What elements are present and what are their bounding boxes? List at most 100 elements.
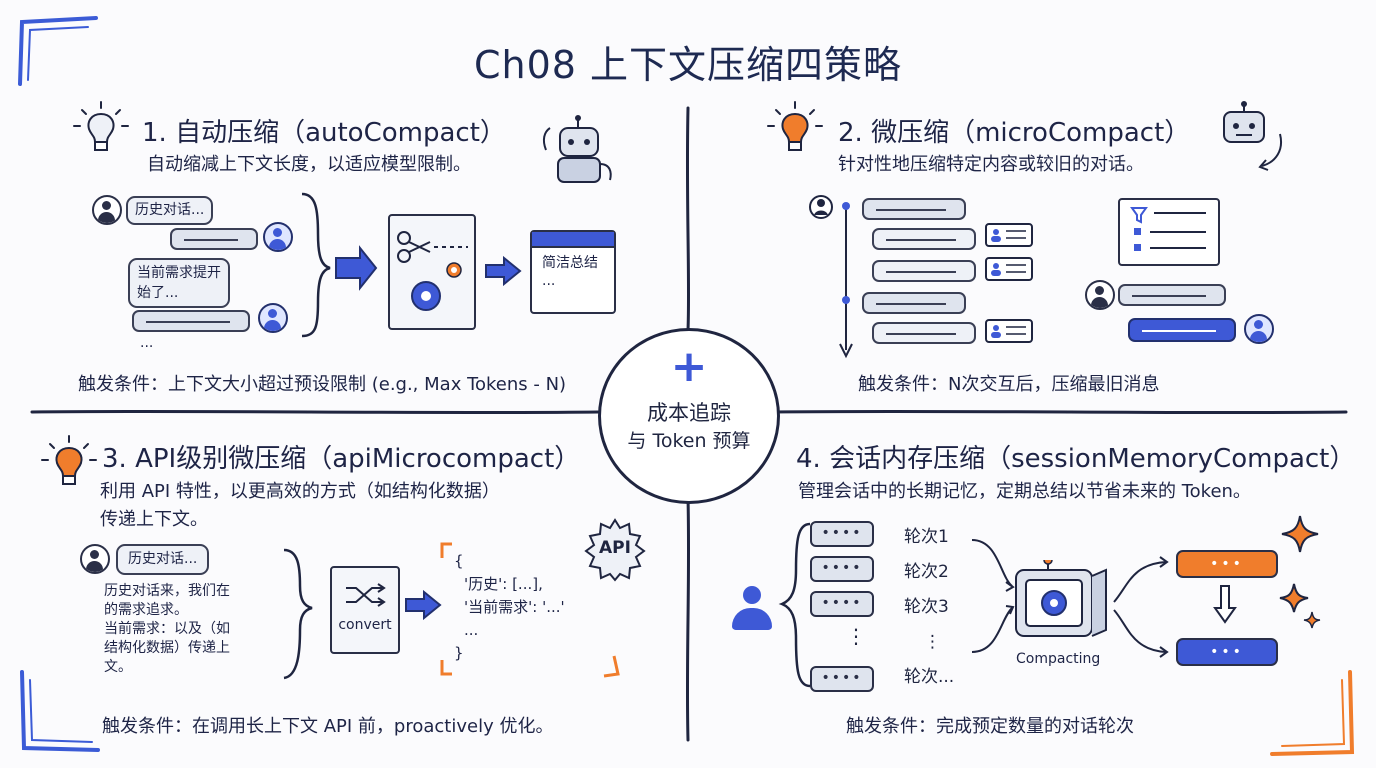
machine-icon — [1015, 555, 1107, 637]
current-request-line: 当前需求提开 — [137, 265, 221, 281]
message-pill — [872, 322, 976, 344]
q1-trigger: 触发条件：上下文大小超过预设限制 (e.g., Max Tokens - N) — [78, 374, 567, 395]
center-line2: 与 Token 预算 — [627, 430, 751, 452]
q4-trigger: 触发条件：完成预定数量的对话轮次 — [846, 716, 1134, 737]
q1-description: 自动缩减上下文长度，以适应模型限制。 — [147, 154, 471, 175]
current-request-bubble: 当前需求提开 始了... — [128, 258, 230, 308]
json-line: ... — [464, 621, 479, 639]
message-pill — [872, 260, 976, 282]
checklist-icon — [1118, 198, 1220, 266]
message-pill — [862, 198, 966, 220]
arrow-icon — [485, 256, 522, 286]
lightbulb-icon — [73, 101, 129, 151]
round-server: •••• — [810, 521, 874, 547]
sparkle-icon — [1279, 515, 1321, 629]
round-label: 轮次1 — [904, 527, 949, 547]
compress-flow — [301, 192, 378, 338]
page-title: Ch08 上下文压缩四策略 — [473, 43, 903, 87]
rounds-list: 轮次1 轮次2 轮次3 ⋮ 轮次... — [904, 520, 954, 695]
api-gear-icon: API — [582, 516, 648, 582]
json-snippet: { '历史': [...], '当前需求': '...' ... } — [454, 550, 565, 665]
api-label: API — [599, 538, 631, 558]
assistant-avatar — [1244, 314, 1274, 344]
compacting-label: Compacting — [1016, 651, 1101, 667]
history-bubble: 历史对话... — [126, 196, 214, 225]
sample-text-line: 历史对话来，我们在 — [104, 583, 230, 599]
lightbulb-icon — [41, 435, 97, 485]
q1-title: 1. 自动压缩（autoCompact） — [142, 118, 506, 148]
q2-trigger: 触发条件：N次交互后，压缩最旧消息 — [858, 374, 1160, 395]
flow-arrows-in — [971, 539, 1015, 653]
json-line: '当前需求': '...' — [464, 598, 565, 616]
q3-title: 3. API级别微压缩（apiMicrocompact） — [102, 444, 581, 474]
summary-ellipsis: ... — [542, 273, 556, 289]
round-server: •••• — [810, 666, 874, 692]
lightbulb-icon — [767, 101, 823, 151]
round-label: 轮次2 — [904, 562, 949, 582]
rounds-brace — [778, 522, 811, 688]
center-line1: 成本追踪 — [647, 401, 731, 425]
convert-flow — [283, 548, 313, 680]
sample-text-line: 结构化数据）传递上 — [104, 640, 230, 656]
round-server: •••• — [810, 591, 874, 617]
q2-description: 针对性地压缩特定内容或较旧的对话。 — [838, 154, 1144, 175]
center-circle: + 成本追踪 与 Token 预算 — [598, 328, 780, 504]
document-icon — [388, 214, 476, 330]
q3-description-line2: 传递上下文。 — [100, 509, 208, 530]
assistant-avatar — [263, 222, 293, 252]
q4-title: 4. 会话内存压缩（sessionMemoryCompact） — [796, 444, 1356, 474]
json-line: { — [454, 552, 464, 570]
message-pill — [872, 228, 976, 250]
json-brackets — [440, 542, 620, 678]
round-label: 轮次3 — [904, 597, 949, 617]
more-ellipsis: ... — [140, 335, 154, 351]
q3-description-line1: 利用 API 特性，以更高效的方式（如结构化数据） — [100, 481, 500, 502]
plus-icon: + — [670, 341, 708, 392]
assistant-avatar — [258, 303, 288, 333]
down-arrow-icon — [1213, 585, 1237, 624]
robot-icon — [542, 115, 612, 183]
message-pill — [170, 228, 258, 250]
contact-card-icons — [985, 223, 1033, 343]
vertical-ellipsis: ⋮ — [846, 624, 866, 648]
round-label: ⋮ — [924, 632, 941, 652]
timeline — [809, 195, 853, 359]
gear-icon — [584, 518, 646, 582]
message-pill — [862, 292, 966, 314]
q3-trigger: 触发条件：在调用长上下文 API 前，proactively 优化。 — [102, 716, 554, 737]
convert-document: convert — [330, 566, 400, 654]
q4-description: 管理会话中的长期记忆，定期总结以节省未来的 Token。 — [798, 481, 1251, 502]
q3-sample-text: 历史对话来，我们在 的需求追求。 当前需求：以及（如 结构化数据）传递上 文。 — [104, 582, 230, 677]
message-pill — [132, 310, 250, 332]
sample-text-line: 的需求追求。 — [104, 602, 188, 618]
flow-arrows-out — [1113, 556, 1169, 658]
user-icon — [732, 586, 772, 632]
convert-label: convert — [338, 617, 392, 633]
shuffle-icon — [346, 583, 386, 607]
sample-text-line: 文。 — [104, 659, 132, 675]
round-label: 轮次... — [904, 667, 955, 687]
q2-title: 2. 微压缩（microCompact） — [838, 118, 1191, 148]
user-avatar — [80, 544, 110, 574]
robot-icon — [1223, 101, 1282, 171]
round-server: •••• — [810, 556, 874, 582]
arrow-icon — [405, 590, 442, 620]
json-line: } — [454, 644, 464, 662]
funnel-icon — [1130, 207, 1206, 251]
summary-card: 简洁总结 ... — [530, 230, 616, 314]
json-line: '历史': [...], — [464, 575, 543, 593]
current-request-line: 始了... — [137, 285, 179, 301]
history-bubble: 历史对话... — [116, 544, 210, 575]
message-pill — [1118, 284, 1226, 306]
summary-text: 简洁总结 — [542, 255, 598, 271]
summary-bar-blue: ••• — [1176, 638, 1278, 666]
message-pill-compressed — [1128, 318, 1236, 342]
user-avatar — [1085, 280, 1115, 310]
scissors-icon — [397, 231, 468, 311]
user-avatar — [92, 195, 122, 225]
summary-bar-orange: ••• — [1176, 550, 1278, 578]
sample-text-line: 当前需求：以及（如 — [104, 621, 230, 637]
compacting-machine — [1014, 555, 1107, 640]
